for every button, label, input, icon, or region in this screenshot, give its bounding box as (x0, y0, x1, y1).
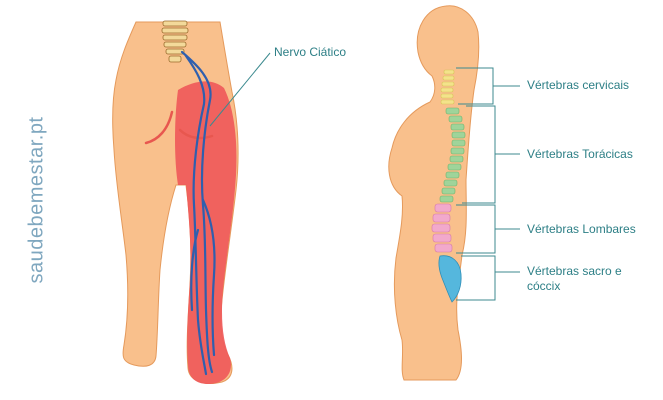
side-body-figure (388, 5, 520, 381)
back-body-figure (112, 20, 271, 385)
inflamed-right-leg (175, 81, 237, 385)
lumbar-vertebrae (431, 203, 453, 253)
cervical-vertebrae (440, 69, 455, 105)
thoracic-label: Vértebras Torácicas (527, 147, 633, 161)
cervical-label: Vértebras cervicais (527, 78, 630, 92)
sacrum-coccyx (438, 255, 462, 303)
sciatic-nerve (180, 50, 216, 376)
spine-brackets (456, 67, 520, 301)
buttock-crease-left (144, 110, 174, 145)
nerve-leader-line (209, 52, 271, 127)
sacral-label: Vértebras sacro e cóccix (527, 264, 622, 293)
sacrum-bones (161, 20, 189, 63)
side-body-silhouette (388, 5, 480, 381)
site-watermark: saudebemestar.pt (25, 116, 48, 284)
buttock-crease-right (178, 128, 214, 140)
sciatic-nerve-label: Nervo Ciático (274, 45, 347, 59)
thoracic-vertebrae (439, 107, 466, 203)
lumbar-label: Vértebras Lombares (527, 222, 636, 236)
